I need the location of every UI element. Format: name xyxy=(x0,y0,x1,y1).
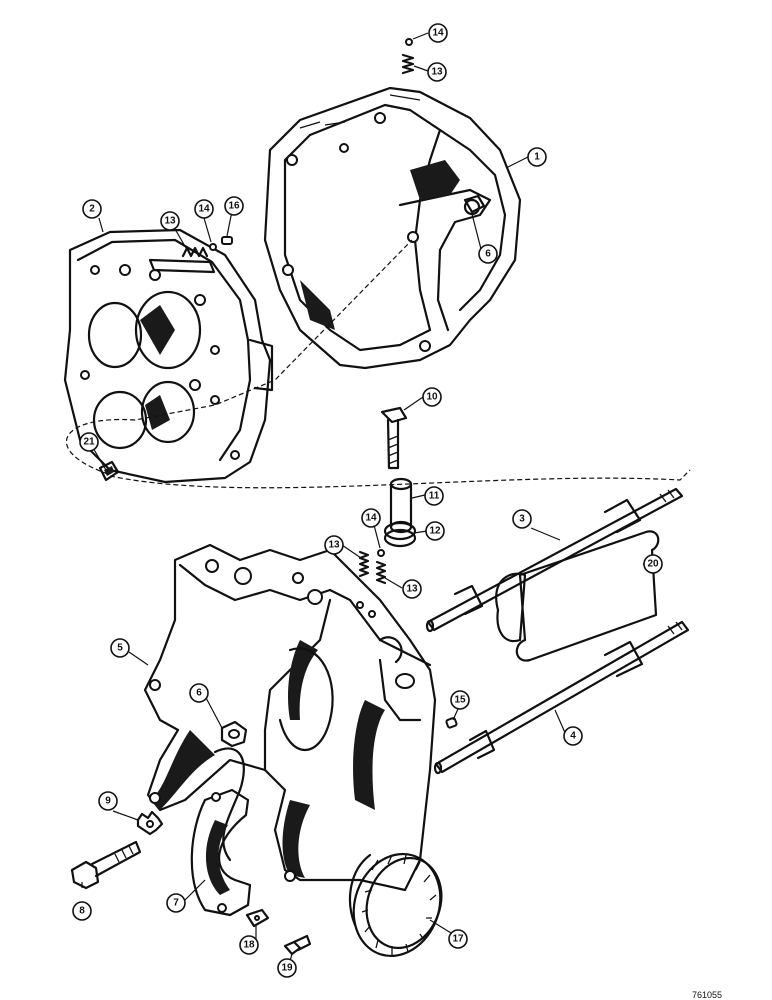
callout-6-lower: 6 xyxy=(189,683,209,703)
callout-13-top: 13 xyxy=(427,62,447,82)
callout-13-mid-left: 13 xyxy=(324,535,344,555)
part-11-sleeve xyxy=(389,477,413,534)
callout-8: 8 xyxy=(72,901,92,921)
callout-13-top-label: 13 xyxy=(431,67,443,78)
callout-2-label: 2 xyxy=(89,204,95,215)
callout-13-mid-right-label: 13 xyxy=(406,584,418,595)
detent-springs-middle xyxy=(358,549,387,585)
callout-14-mid-label: 14 xyxy=(365,513,377,524)
part-2-front-plate xyxy=(63,228,274,484)
callout-3-label: 3 xyxy=(519,514,525,525)
callout-13-left: 13 xyxy=(160,211,180,231)
part-10-bolt xyxy=(380,406,408,470)
callout-9: 9 xyxy=(98,791,118,811)
callout-6-upper: 6 xyxy=(478,244,498,264)
part-19-capscrew xyxy=(283,934,312,956)
callout-19-label: 19 xyxy=(281,963,293,974)
callout-19: 19 xyxy=(277,958,297,978)
callout-20-label: 20 xyxy=(647,559,659,570)
callout-12-label: 12 xyxy=(429,526,441,537)
callout-18: 18 xyxy=(239,935,259,955)
callout-15: 15 xyxy=(450,690,470,710)
part-7-clamp xyxy=(190,788,252,917)
callout-10: 10 xyxy=(422,387,442,407)
assembly-line xyxy=(65,239,413,475)
callout-3: 3 xyxy=(512,509,532,529)
part-18-lock-tab xyxy=(245,908,270,928)
assembly-line-2 xyxy=(109,469,691,489)
detent-spring-ball-top xyxy=(401,38,415,75)
drawing-number: 761055 xyxy=(692,990,723,1000)
part-1-cover-housing xyxy=(263,86,522,370)
callout-18-label: 18 xyxy=(243,940,255,951)
callout-7-label: 7 xyxy=(173,898,179,909)
callout-13-mid-right: 13 xyxy=(402,579,422,599)
callout-17: 17 xyxy=(448,929,468,949)
callout-14-top-label: 14 xyxy=(432,28,444,39)
callout-14-left: 14 xyxy=(194,199,214,219)
callout-6-upper-label: 6 xyxy=(485,249,491,260)
callout-5: 5 xyxy=(110,638,130,658)
part-9-lockwasher xyxy=(136,810,164,836)
part-4-shift-rod xyxy=(433,620,690,775)
callout-6-lower-label: 6 xyxy=(196,688,202,699)
callout-2: 2 xyxy=(82,199,102,219)
callout-9-label: 9 xyxy=(105,796,111,807)
leader-lines xyxy=(81,32,661,962)
callout-12: 12 xyxy=(425,521,445,541)
callout-16-label: 16 xyxy=(228,201,240,212)
callout-4-label: 4 xyxy=(570,731,576,742)
callout-10-label: 10 xyxy=(426,392,438,403)
part-6-plug-lower xyxy=(220,720,248,748)
part-17-ring xyxy=(348,852,443,958)
callout-20: 20 xyxy=(643,554,663,574)
callout-8-label: 8 xyxy=(79,906,85,917)
callout-17-label: 17 xyxy=(452,934,464,945)
part-20-shield xyxy=(495,530,660,662)
callout-14-top: 14 xyxy=(428,23,448,43)
part-12-washer xyxy=(383,521,417,548)
callout-11: 11 xyxy=(424,486,444,506)
callout-16: 16 xyxy=(224,196,244,216)
callout-15-label: 15 xyxy=(454,695,466,706)
callout-7: 7 xyxy=(166,893,186,913)
part-3-shift-rod xyxy=(425,487,684,633)
callout-4: 4 xyxy=(563,726,583,746)
callout-21: 21 xyxy=(79,432,99,452)
callout-14-mid: 14 xyxy=(361,508,381,528)
callout-13-left-label: 13 xyxy=(164,216,176,227)
callout-5-label: 5 xyxy=(117,643,123,654)
part-5-shifter-housing xyxy=(143,543,437,892)
detent-spring-ball-plug-upper-left xyxy=(181,236,233,258)
part-8-bolt xyxy=(70,840,142,890)
callout-13-mid-left-label: 13 xyxy=(328,540,340,551)
callout-1-label: 1 xyxy=(534,152,540,163)
callout-1: 1 xyxy=(527,147,547,167)
callout-14-left-label: 14 xyxy=(198,204,210,215)
callout-11-label: 11 xyxy=(429,491,440,502)
part-15-plug xyxy=(445,717,458,729)
callout-21-label: 21 xyxy=(83,437,95,448)
